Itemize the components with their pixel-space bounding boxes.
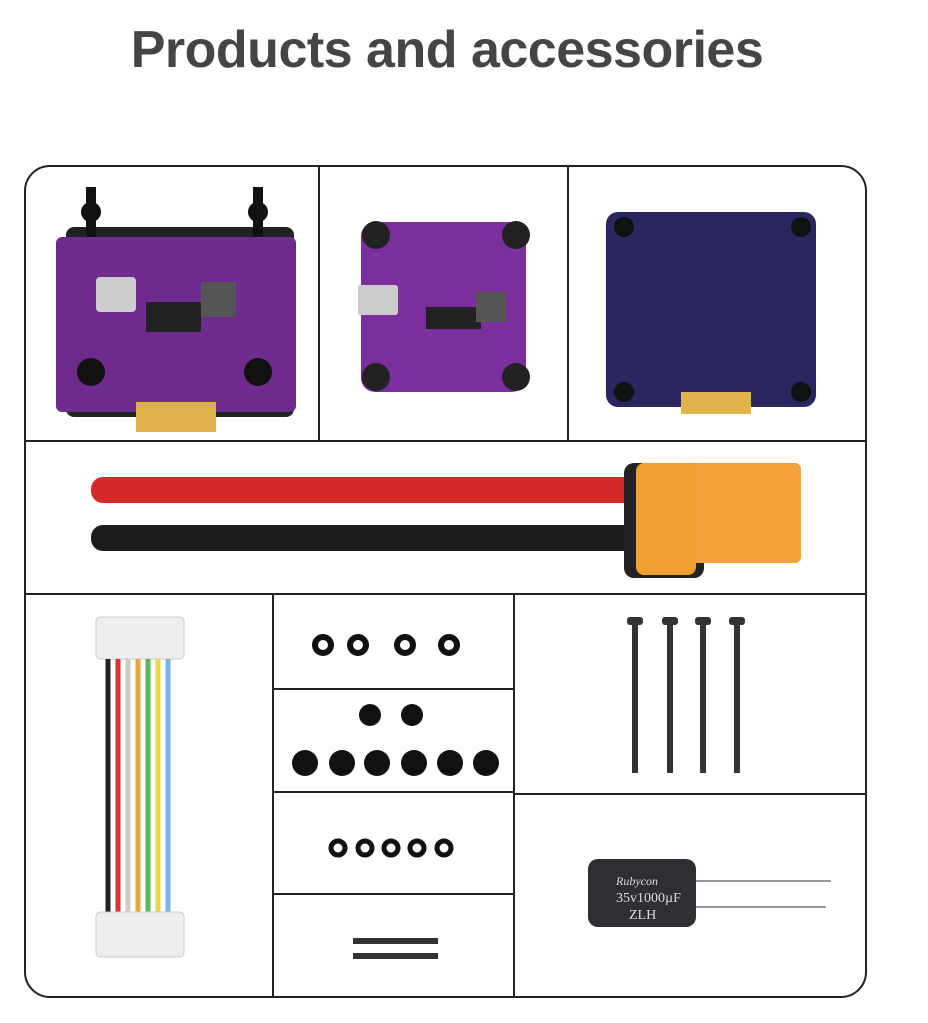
capacitor-brand: Rubycon	[615, 874, 658, 888]
jst-cable-image	[95, 616, 185, 958]
divider	[567, 167, 569, 442]
divider	[272, 593, 274, 996]
page-title: Products and accessories	[130, 21, 764, 79]
capacitor-image	[588, 859, 831, 927]
standoffs-image	[353, 938, 438, 959]
divider	[272, 791, 515, 793]
divider	[513, 793, 865, 795]
rubber-washers-image	[312, 634, 460, 656]
hex-nuts-image	[328, 838, 454, 858]
divider	[26, 593, 865, 595]
divider	[272, 893, 515, 895]
divider	[26, 440, 865, 442]
divider	[272, 688, 515, 690]
product-illustrations: Rubycon 35v1000µF ZLH	[56, 187, 831, 959]
capacitor-rating: 35v1000µF	[616, 891, 681, 906]
screws-image	[627, 617, 745, 773]
divider	[318, 167, 320, 442]
xt60-power-cable-image	[91, 463, 801, 578]
esc-board-image	[606, 212, 816, 414]
capacitor-series: ZLH	[629, 908, 656, 923]
rubber-grommets-image	[292, 704, 499, 776]
accessories-grid: Rubycon 35v1000µF ZLH	[24, 165, 867, 998]
flight-controller-image	[358, 221, 530, 392]
flight-controller-stack-image	[56, 187, 296, 432]
